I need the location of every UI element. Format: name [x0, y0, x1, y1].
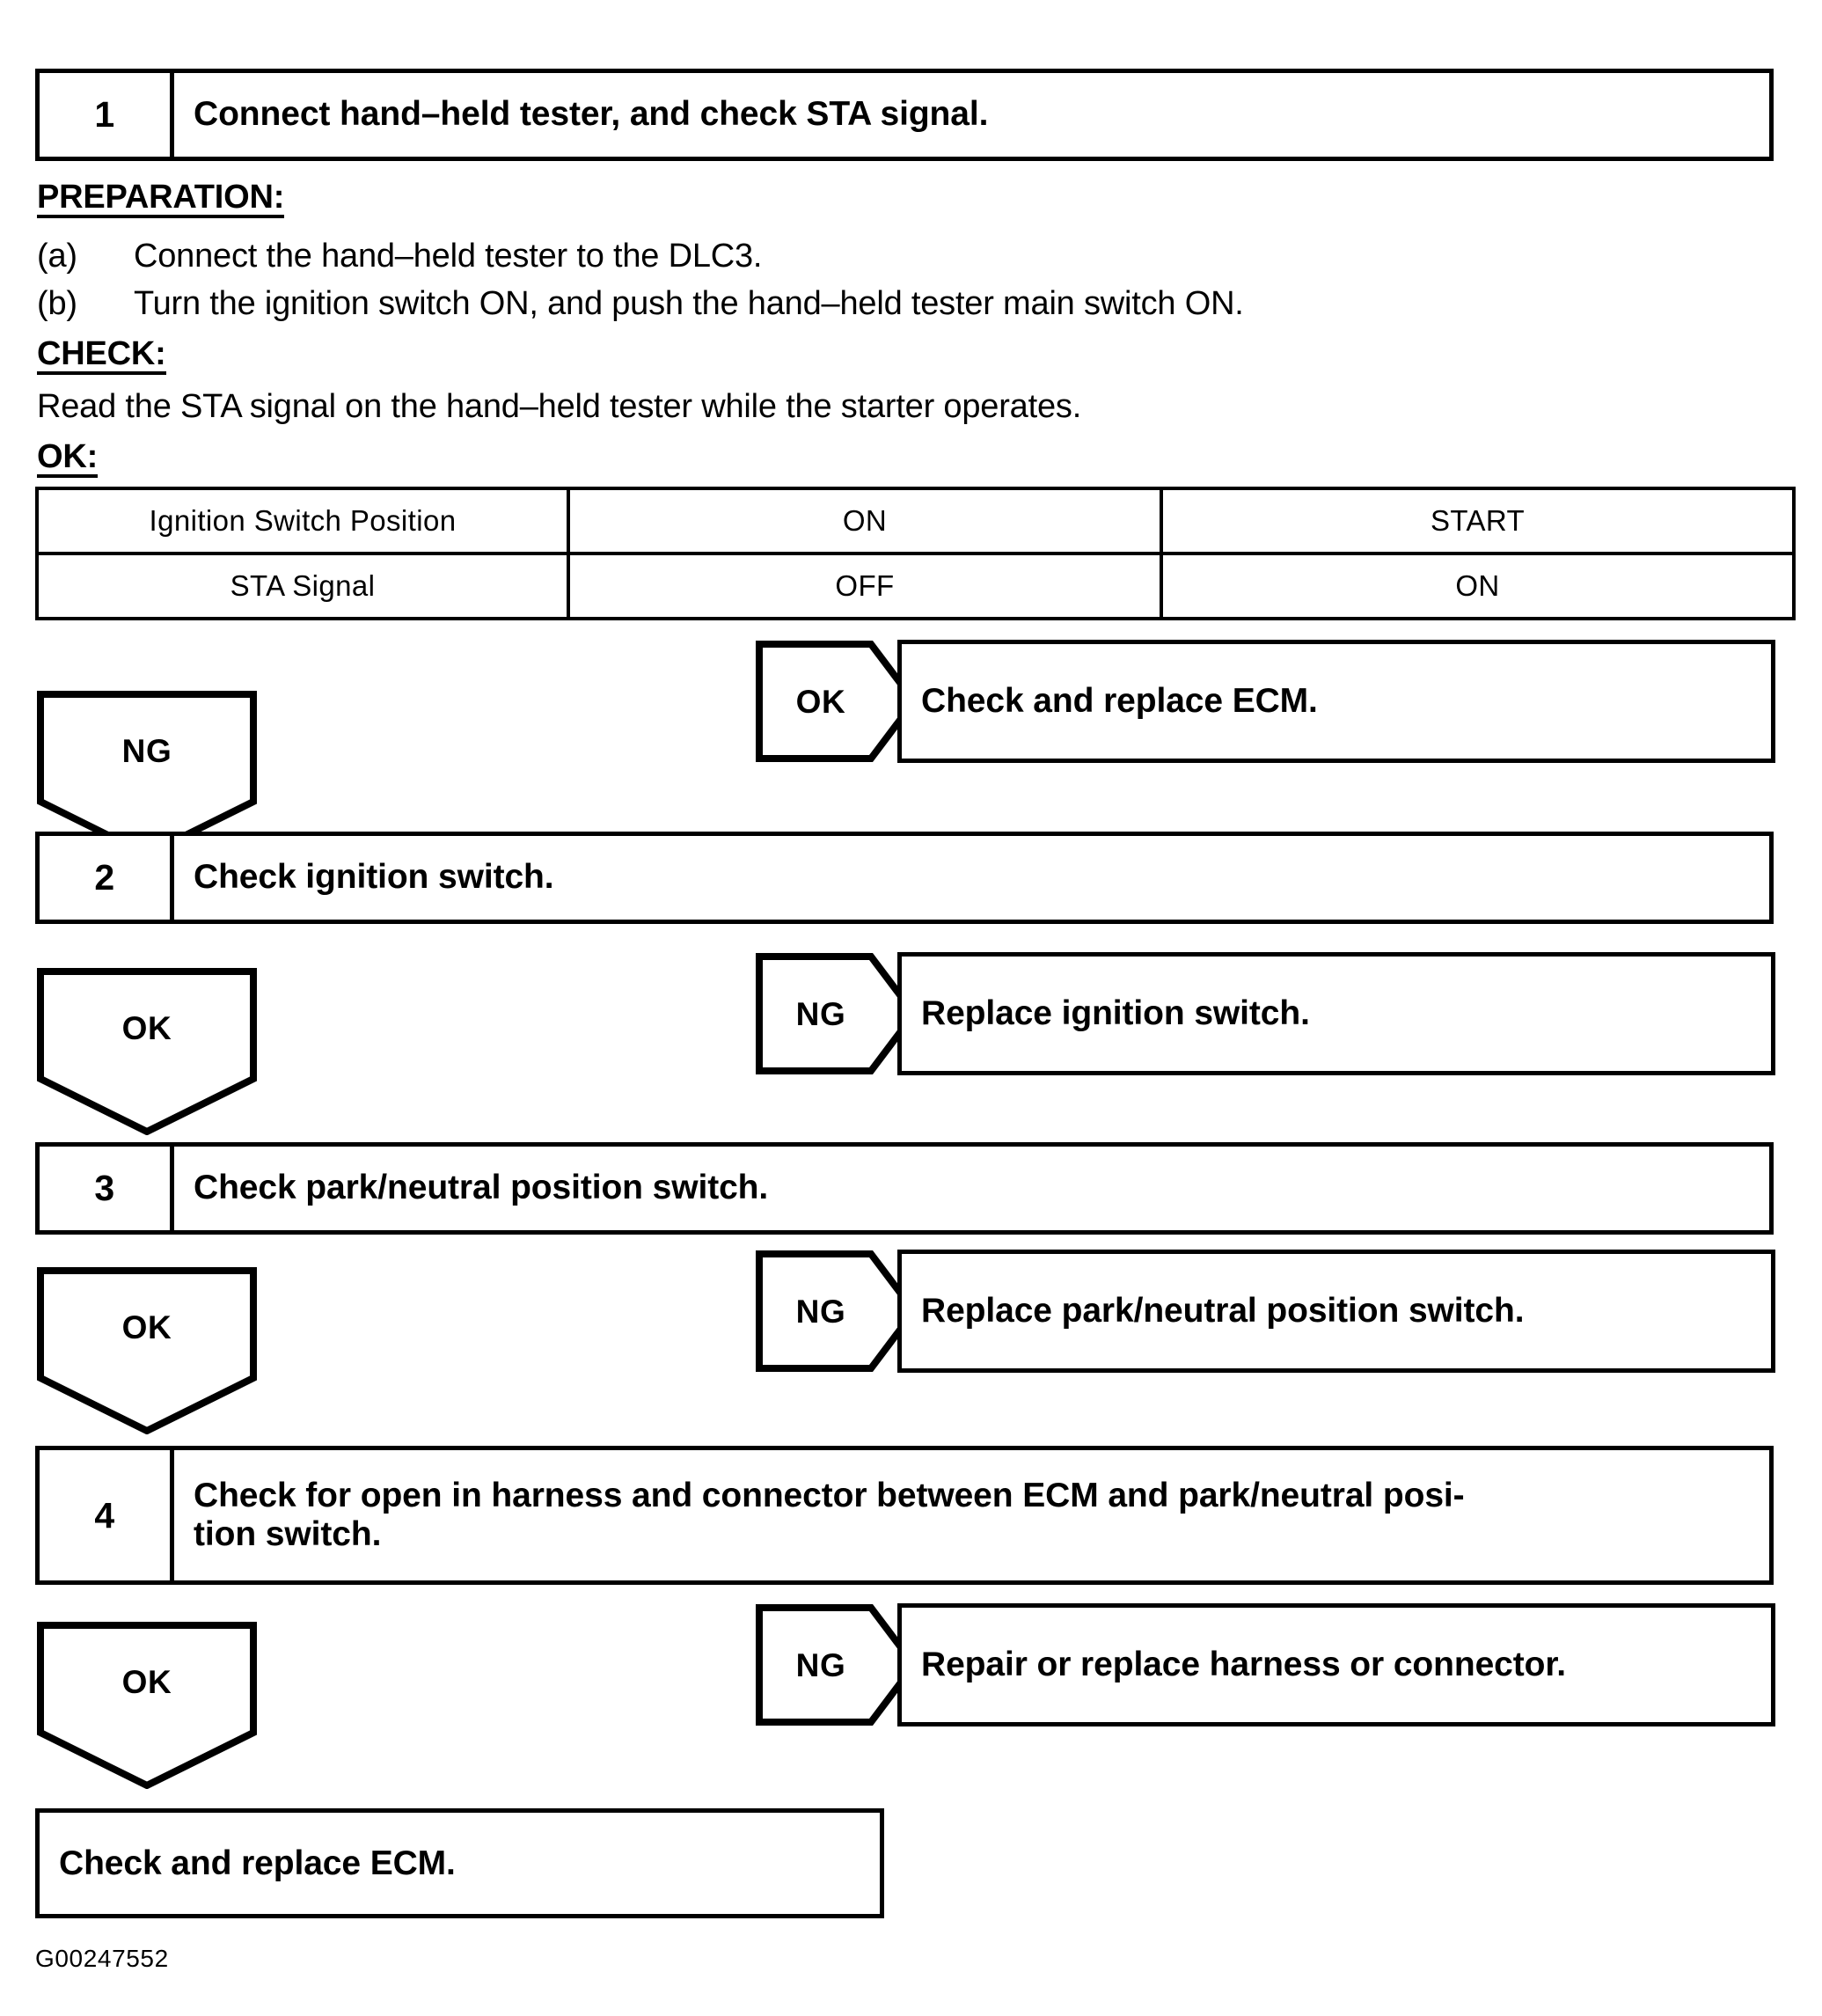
arrow-right-icon: [756, 641, 918, 762]
step-4-ng-result-box: Repair or replace harness or connector.: [897, 1603, 1775, 1726]
step-4-ng-label: NG: [795, 1647, 846, 1683]
step-3-ng-label: NG: [795, 1294, 846, 1330]
pennant-shape-icon: [37, 1267, 257, 1434]
spec-row-1-label: STA Signal: [35, 552, 570, 620]
step-1-ok-label: OK: [795, 684, 846, 720]
preparation-item-b-text: Turn the ignition switch ON, and push th…: [134, 285, 1244, 322]
spec-table: Ignition Switch Position ON START STA Si…: [35, 487, 1796, 620]
step-2-ng-label: NG: [795, 996, 846, 1032]
step-4-ok-pennant: OK: [37, 1622, 257, 1789]
arrow-right-icon: [756, 1250, 918, 1372]
step-4-ng-arrow: NG: [755, 1603, 918, 1726]
step-2-ng-result-box: Replace ignition switch.: [897, 952, 1775, 1075]
step-1-ng-pennant: NG: [37, 691, 257, 858]
pennant-shape-icon: [37, 691, 257, 858]
step-3-ng-result-text: Replace park/neutral position switch.: [921, 1292, 1525, 1330]
arrow-right-icon: [756, 1604, 918, 1726]
step-1-ng-label: NG: [121, 733, 172, 769]
step-4-ok-label: OK: [121, 1664, 172, 1700]
final-result-text: Check and replace ECM.: [59, 1844, 456, 1882]
step-3-ok-label: OK: [121, 1309, 172, 1345]
pennant-shape-icon: [37, 968, 257, 1135]
step-1-ok-result-box: Check and replace ECM.: [897, 640, 1775, 763]
step-4-title-line-2: tion switch.: [194, 1515, 382, 1553]
step-2-box: 2 Check ignition switch.: [35, 832, 1774, 924]
spec-row-1-on: OFF: [567, 552, 1163, 620]
step-4-title: Check for open in harness and connector …: [174, 1450, 1769, 1580]
step-1-ok-arrow: OK: [755, 640, 918, 763]
arrow-right-icon: [756, 953, 918, 1074]
step-2-number: 2: [40, 836, 174, 920]
ok-heading: OK:: [37, 440, 98, 478]
step-4-box: 4 Check for open in harness and connecto…: [35, 1446, 1774, 1585]
step-4-number: 4: [40, 1450, 174, 1580]
check-text: Read the STA signal on the hand–held tes…: [37, 388, 1082, 425]
table-row: STA Signal OFF ON: [35, 552, 1796, 620]
preparation-heading-wrap: PREPARATION:: [37, 180, 284, 218]
preparation-item-a-text: Connect the hand–held tester to the DLC3…: [134, 238, 763, 275]
ok-heading-wrap: OK:: [37, 440, 98, 478]
check-heading-wrap: CHECK:: [37, 337, 166, 375]
preparation-item-b-marker: (b): [37, 285, 77, 322]
step-2-title: Check ignition switch.: [194, 858, 554, 897]
table-row: Ignition Switch Position ON START: [35, 487, 1796, 555]
pennant-shape-icon: [37, 1622, 257, 1789]
spec-row-1-start: ON: [1160, 552, 1796, 620]
step-2-ok-pennant: OK: [37, 968, 257, 1135]
step-1-number: 1: [40, 73, 174, 157]
step-3-ng-arrow: NG: [755, 1250, 918, 1373]
step-1-box: 1 Connect hand–held tester, and check ST…: [35, 69, 1774, 161]
step-3-number: 3: [40, 1147, 174, 1230]
step-3-ng-result-box: Replace park/neutral position switch.: [897, 1250, 1775, 1373]
step-3-title: Check park/neutral position switch.: [194, 1169, 769, 1207]
step-1-ok-result-text: Check and replace ECM.: [921, 682, 1318, 720]
spec-row-0-on: ON: [567, 487, 1163, 555]
final-result-box: Check and replace ECM.: [35, 1808, 884, 1918]
step-3-box: 3 Check park/neutral position switch.: [35, 1142, 1774, 1235]
preparation-heading: PREPARATION:: [37, 180, 284, 218]
figure-code: G00247552: [35, 1945, 169, 1972]
step-4-ng-result-text: Repair or replace harness or connector.: [921, 1646, 1567, 1683]
check-heading: CHECK:: [37, 337, 166, 375]
spec-row-0-start: START: [1160, 487, 1796, 555]
spec-row-0-label: Ignition Switch Position: [35, 487, 570, 555]
step-1-title: Connect hand–held tester, and check STA …: [194, 95, 989, 134]
step-3-ok-pennant: OK: [37, 1267, 257, 1434]
preparation-item-a-marker: (a): [37, 238, 77, 275]
step-2-ok-label: OK: [121, 1010, 172, 1046]
step-2-ng-result-text: Replace ignition switch.: [921, 994, 1310, 1032]
step-2-ng-arrow: NG: [755, 952, 918, 1075]
step-4-title-line-1: Check for open in harness and connector …: [194, 1476, 1465, 1514]
